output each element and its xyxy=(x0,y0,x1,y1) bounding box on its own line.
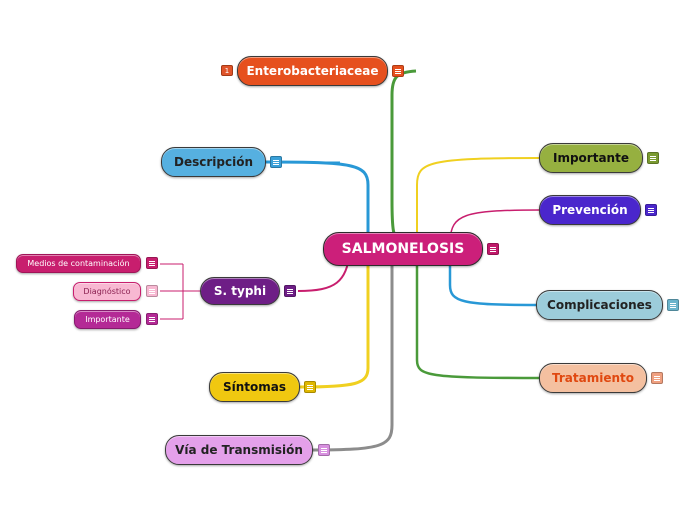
notes-icon[interactable] xyxy=(645,204,657,216)
topic-sintomas-label: Síntomas xyxy=(222,380,287,394)
notes-icon[interactable] xyxy=(146,285,158,297)
topic-enterobacteriaceae-label: Enterobacteriaceae xyxy=(246,64,379,78)
topic-complicaciones-label: Complicaciones xyxy=(547,298,652,312)
central-topic-label: SALMONELOSIS xyxy=(341,241,465,257)
topic-via-transmision-label: Vía de Transmisión xyxy=(175,443,303,457)
notes-icon[interactable] xyxy=(284,285,296,297)
notes-icon[interactable] xyxy=(487,243,499,255)
subtopic-diagnostico-label: Diagnóstico xyxy=(83,287,131,296)
topic-prevencion-label: Prevención xyxy=(552,203,628,217)
topic-prevencion[interactable]: Prevención xyxy=(539,195,641,225)
notes-icon[interactable] xyxy=(667,299,679,311)
topic-s-typhi[interactable]: S. typhi xyxy=(200,277,280,305)
notes-icon[interactable] xyxy=(392,65,404,77)
subtopic-medios-contaminacion[interactable]: Medios de contaminación xyxy=(16,254,141,273)
topic-sintomas[interactable]: Síntomas xyxy=(209,372,300,402)
topic-tratamiento[interactable]: Tratamiento xyxy=(539,363,647,393)
notes-icon[interactable] xyxy=(146,313,158,325)
subtopic-diagnostico[interactable]: Diagnóstico xyxy=(73,282,141,301)
topic-complicaciones[interactable]: Complicaciones xyxy=(536,290,663,320)
topic-tratamiento-label: Tratamiento xyxy=(552,371,634,385)
notes-icon[interactable] xyxy=(304,381,316,393)
topic-descripcion[interactable]: Descripción xyxy=(161,147,266,177)
notes-icon[interactable] xyxy=(647,152,659,164)
topic-importante[interactable]: Importante xyxy=(539,143,643,173)
subtopic-importante[interactable]: Importante xyxy=(74,310,141,329)
topic-s-typhi-label: S. typhi xyxy=(213,284,267,298)
topic-descripcion-label: Descripción xyxy=(174,155,253,169)
notes-icon[interactable] xyxy=(651,372,663,384)
topic-importante-label: Importante xyxy=(553,151,629,165)
topic-enterobacteriaceae[interactable]: Enterobacteriaceae xyxy=(237,56,388,86)
topic-via-transmision[interactable]: Vía de Transmisión xyxy=(165,435,313,465)
notes-icon[interactable] xyxy=(270,156,282,168)
notes-icon[interactable] xyxy=(318,444,330,456)
number-badge: 1 xyxy=(221,65,233,76)
subtopic-importante-label: Importante xyxy=(85,315,130,324)
notes-icon[interactable] xyxy=(146,257,158,269)
central-topic[interactable]: SALMONELOSIS xyxy=(323,232,483,266)
subtopic-medios-label: Medios de contaminación xyxy=(27,259,130,268)
